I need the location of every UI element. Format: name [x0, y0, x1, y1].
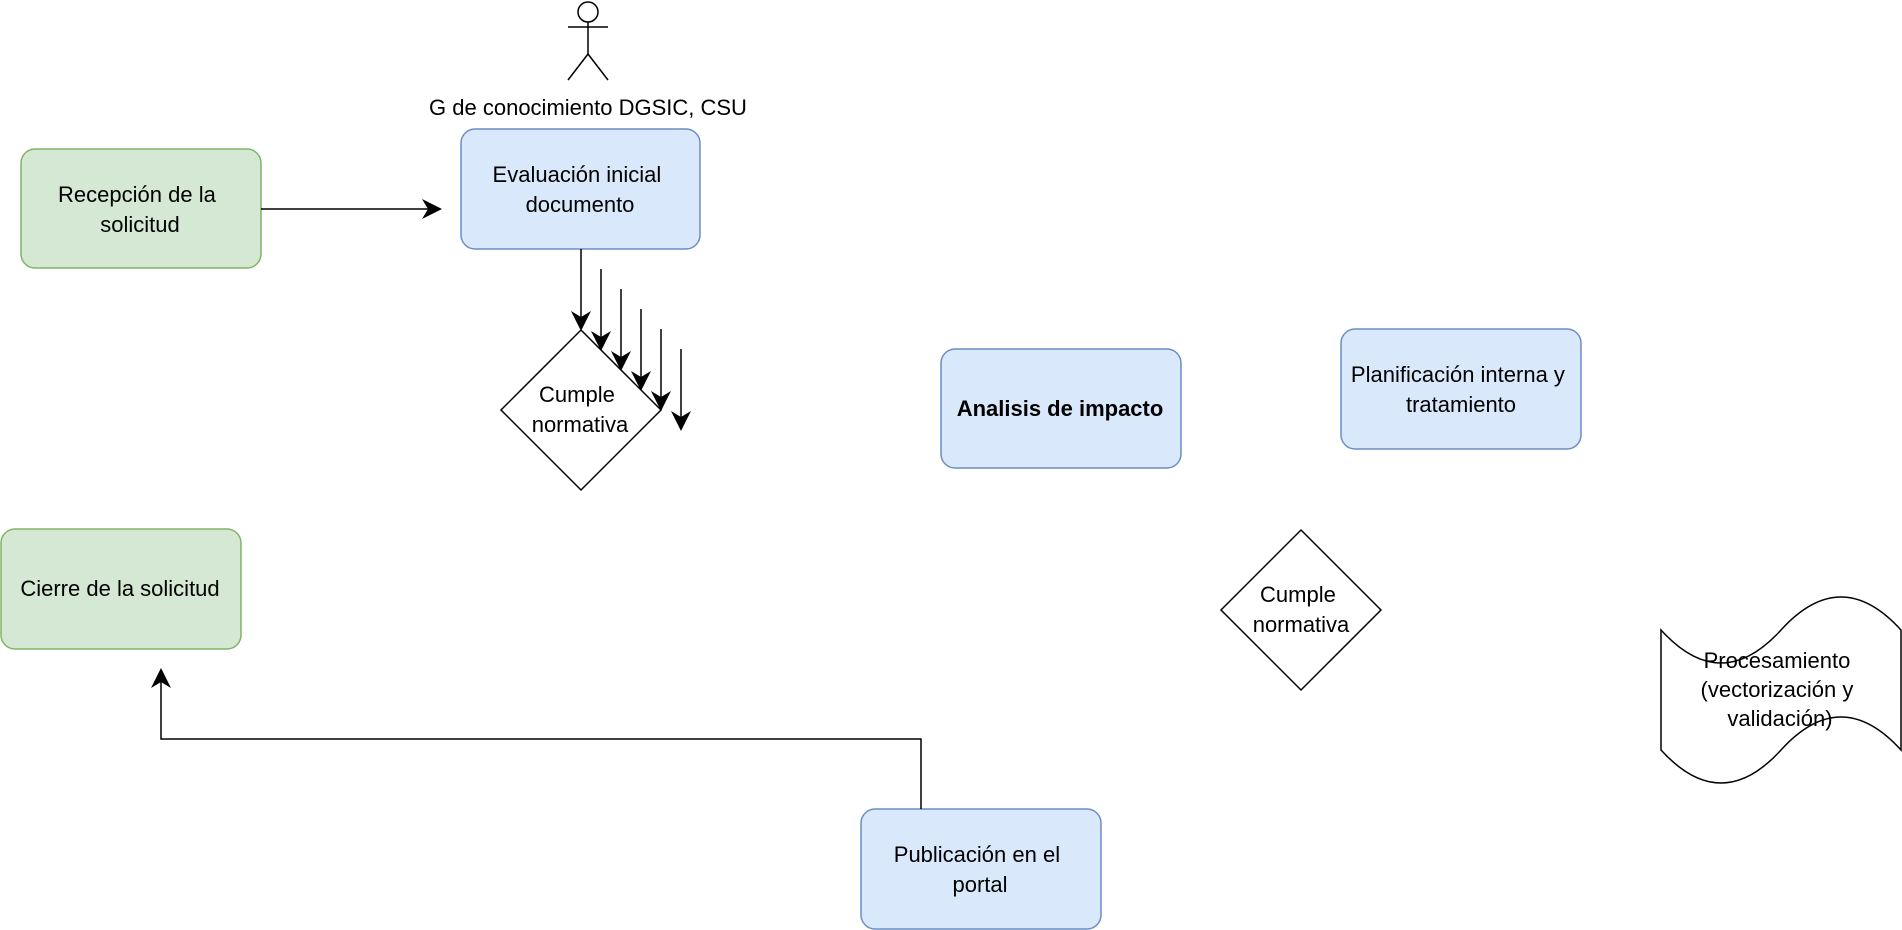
node-procesamiento-shape	[1660, 596, 1902, 784]
decision-2-line-1: Cumple	[1260, 582, 1336, 607]
decision-1-shape	[499, 328, 663, 492]
node-planificacion-label: Planificación interna y tratamiento	[1351, 362, 1571, 417]
node-publicacion-line-1: Publicación en el	[894, 842, 1060, 867]
node-evaluacion-shape	[460, 128, 701, 250]
node-analisis-shape	[940, 348, 1182, 469]
node-recepcion-line-2: solicitud	[100, 212, 179, 237]
node-recepcion-label: Recepción de la solicitud	[58, 182, 222, 237]
node-analisis-label: Analisis de impacto	[957, 396, 1164, 421]
node-publicacion-portal[interactable]: Publicación en el portal	[860, 808, 1102, 930]
decision-1-label: Cumple normativa	[532, 382, 629, 437]
node-evaluacion-label: Evaluación inicial documento	[493, 162, 668, 217]
decision-2-shape	[1219, 528, 1383, 692]
node-planificacion-line-1: Planificación interna y	[1351, 362, 1565, 387]
decision-cumple-normativa-2[interactable]: Cumple normativa	[1219, 528, 1383, 692]
node-publicacion-line-2: portal	[952, 872, 1007, 897]
node-evaluacion-line-1: Evaluación inicial	[493, 162, 662, 187]
node-cierre-label: Cierre de la solicitud	[20, 576, 219, 601]
node-planificacion-line-2: tratamiento	[1406, 392, 1516, 417]
node-evaluacion-line-2: documento	[526, 192, 635, 217]
actor-figure[interactable]	[567, 1, 609, 81]
actor-label: G de conocimiento DGSIC, CSU	[429, 95, 747, 120]
actor-head	[577, 1, 599, 23]
node-analisis-impacto[interactable]: Analisis de impacto	[940, 348, 1182, 469]
actor-right-leg	[587, 53, 609, 81]
node-planificacion-shape	[1340, 328, 1582, 450]
node-publicacion-label: Publicación en el portal	[894, 842, 1066, 897]
node-recepcion-line-1: Recepción de la	[58, 182, 217, 207]
decision-1-line-1: Cumple	[539, 382, 615, 407]
node-procesamiento-label: Procesamiento (vectorización y validació…	[1701, 648, 1860, 731]
node-evaluacion-inicial[interactable]: Evaluación inicial documento	[460, 128, 701, 250]
node-cierre-shape	[0, 528, 242, 650]
node-planificacion-interna[interactable]: Planificación interna y tratamiento	[1340, 328, 1582, 450]
node-analisis-line-1: Analisis de impacto	[957, 396, 1164, 421]
node-procesamiento-line-1: Procesamiento	[1704, 648, 1851, 673]
edge-publicacion-to-cierre[interactable]	[151, 668, 922, 809]
decision-cumple-normativa-1[interactable]: Cumple normativa	[499, 328, 663, 492]
actor-left-leg	[567, 53, 589, 81]
node-cierre-line-1: Cierre de la solicitud	[20, 576, 219, 601]
decision-2-line-2: normativa	[1253, 612, 1350, 637]
node-procesamiento-line-3: validación)	[1727, 706, 1832, 731]
node-publicacion-shape	[860, 808, 1102, 930]
decision-1-line-2: normativa	[532, 412, 629, 437]
node-procesamiento[interactable]: Procesamiento (vectorización y validació…	[1660, 596, 1902, 784]
node-cierre-solicitud[interactable]: Cierre de la solicitud	[0, 528, 242, 650]
decision-2-label: Cumple normativa	[1253, 582, 1350, 637]
node-procesamiento-line-2: (vectorización y	[1701, 677, 1854, 702]
node-recepcion-solicitud[interactable]: Recepción de la solicitud	[20, 148, 262, 269]
node-recepcion-shape	[20, 148, 262, 269]
